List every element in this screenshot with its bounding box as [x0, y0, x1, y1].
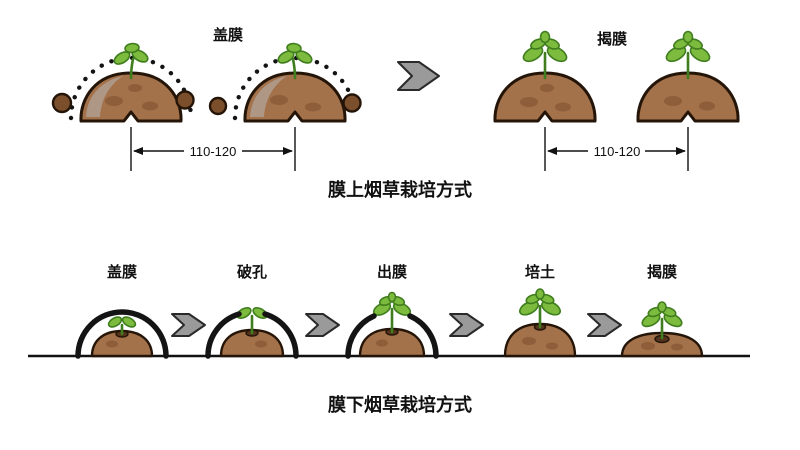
stage-arrow-icon — [587, 313, 622, 337]
stage-arrow-icon — [449, 313, 484, 337]
transition-arrow-icon — [397, 61, 440, 91]
row-spacing-value: 110-120 — [190, 144, 237, 159]
seedling-icon — [665, 30, 711, 80]
soil-patch — [520, 97, 538, 107]
soil-patch — [641, 342, 655, 350]
film-dome-icon — [407, 313, 439, 359]
soil-patch — [555, 102, 571, 112]
seedling-icon — [107, 316, 137, 336]
stage-covered — [75, 309, 169, 359]
uncovered-mound — [493, 30, 597, 123]
stage-label-4: 培土 — [525, 263, 555, 281]
stage-arrow-icon — [305, 313, 340, 337]
soil-patch — [671, 343, 683, 351]
seedling-icon — [522, 30, 568, 80]
dimension-right: 110-120 — [544, 127, 689, 171]
seedling-icon — [641, 301, 683, 340]
stage-hole-broken — [205, 306, 299, 359]
soil-patch — [255, 340, 267, 348]
soil-patch — [699, 101, 715, 111]
stage-label-1: 盖膜 — [107, 263, 137, 281]
top-uncovered-label: 揭膜 — [597, 30, 627, 48]
seedling-icon — [372, 291, 412, 334]
film-dome-icon — [345, 313, 377, 359]
soil-mound-icon — [636, 71, 740, 123]
stage-film-removed — [620, 301, 704, 358]
film-dome-icon — [205, 311, 242, 359]
soil-patch — [540, 84, 554, 92]
bottom-caption: 膜下烟草栽培方式 — [327, 394, 472, 415]
film-sheen — [86, 76, 123, 117]
soil-patch — [376, 339, 388, 347]
stage-label-2: 破孔 — [237, 263, 267, 281]
soil-clod-icon — [175, 90, 195, 110]
stage-emerged — [345, 291, 439, 359]
stage-hilled — [503, 288, 577, 358]
row-spacing-value: 110-120 — [594, 144, 641, 159]
seedling-icon — [519, 288, 561, 329]
soil-clod-icon — [208, 96, 228, 116]
stage-label-3: 出膜 — [377, 263, 407, 281]
top-caption: 膜上烟草栽培方式 — [327, 179, 472, 200]
soil-patch — [522, 337, 536, 345]
dotted-film-arc-icon — [232, 55, 358, 121]
covered-mound — [68, 42, 194, 123]
seedling-icon — [277, 42, 313, 80]
soil-clod-icon — [51, 92, 73, 114]
dimension-left: 110-120 — [130, 127, 296, 171]
soil-patch — [270, 95, 288, 105]
soil-clod-icon — [342, 93, 362, 113]
soil-patch — [305, 102, 321, 112]
soil-patch — [142, 101, 158, 111]
film-sheen — [250, 76, 287, 117]
soil-patch — [128, 84, 142, 92]
covered-mound — [232, 42, 358, 123]
seedling-icon — [236, 306, 268, 335]
soil-patch — [105, 96, 123, 106]
stage-arrow-icon — [171, 313, 206, 337]
seedling-icon — [113, 42, 149, 80]
soil-mound-icon — [493, 71, 597, 123]
soil-patch — [546, 342, 558, 350]
stage-label-5: 揭膜 — [647, 263, 677, 281]
film-dome-icon — [262, 311, 299, 359]
soil-patch — [106, 340, 118, 348]
soil-patch — [664, 96, 682, 106]
top-covered-label: 盖膜 — [213, 26, 243, 44]
film-dome-icon — [75, 309, 169, 359]
uncovered-mound — [636, 30, 740, 123]
